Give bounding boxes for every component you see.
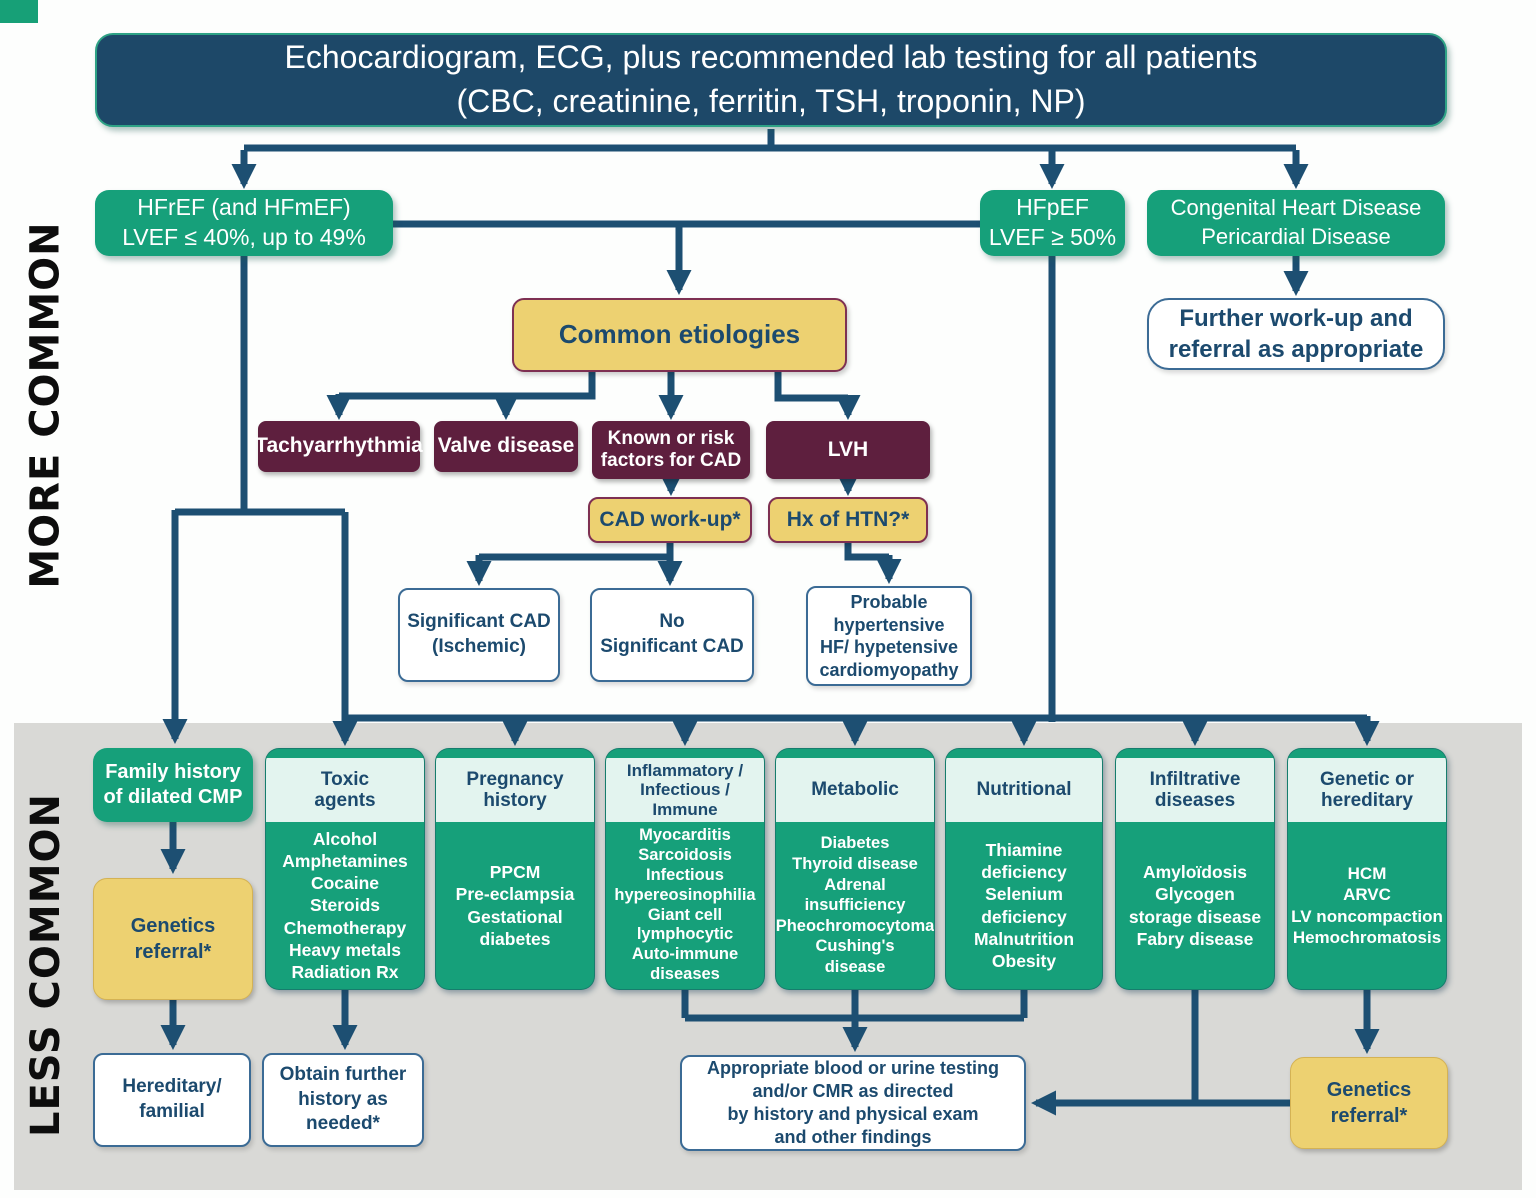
corner-green-swatch [0,0,38,23]
genetics-referral-right-box: Genetics referral* [1290,1057,1448,1149]
cad-risk-box: Known or risk factors for CAD [592,421,750,479]
hx-htn-box: Hx of HTN?* [768,497,928,543]
column-items: PPCM Pre-eclampsia Gestational diabetes [455,862,575,949]
column-items: Alcohol Amphetamines Cocaine Steroids Ch… [282,829,408,982]
more-common-label: MORE COMMON [23,221,69,589]
column-header: Nutritional [946,758,1102,822]
less-common-label: LESS COMMON [23,792,70,1138]
wire-hfref-loop [175,256,345,516]
column-items: Diabetes Thyroid disease Adrenal insuffi… [775,834,935,977]
congenital-box: Congenital Heart Disease Pericardial Dis… [1147,190,1445,256]
wire-etio-left [339,372,596,400]
column-header: Inflammatory / Infectious / Immune [606,758,764,822]
column-top-strip [606,749,764,758]
header-box: Echocardiogram, ECG, plus recommended la… [95,33,1447,127]
column-top-strip [266,749,424,758]
common-etiologies-box: Common etiologies [512,298,847,372]
no-significant-cad-box: No Significant CAD [590,588,754,682]
lvh-box: LVH [766,421,930,479]
column-nutritional: Nutritional Thiamine deficiency Selenium… [945,748,1103,990]
probable-htn-box: Probable hypertensive HF/ hypetensive ca… [806,586,972,686]
hereditary-box: Hereditary/ familial [93,1053,251,1147]
cad-workup-box: CAD work-up* [588,497,752,543]
column-pregnancy-history: Pregnancy history PPCM Pre-eclampsia Ges… [435,748,595,990]
wire-cadworkup-split [479,543,674,561]
column-header: Toxic agents [266,758,424,822]
hfpef-box: HFpEF LVEF ≥ 50% [980,190,1125,256]
tachyarrhythmia-box: Tachyarrhythmia [255,421,423,472]
testing-box: Appropriate blood or urine testing and/o… [680,1055,1026,1151]
obtain-history-box: Obtain further history as needed* [262,1053,424,1147]
family-history-box: Family history of dilated CMP [93,748,253,822]
column-items: HCM ARVC LV noncompaction Hemochromatosi… [1291,863,1443,947]
column-top-strip [776,749,934,758]
valve-disease-box: Valve disease [434,421,578,472]
wire-etio-right [774,372,848,402]
column-metabolic: Metabolic Diabetes Thyroid disease Adren… [775,748,935,990]
genetics-referral-left-box: Genetics referral* [93,878,253,1000]
column-header: Genetic or hereditary [1288,758,1446,822]
column-items: Thiamine deficiency Selenium deficiency … [973,840,1075,971]
column-top-strip [436,749,594,758]
column-top-strip [1288,749,1446,758]
column-items: Amyloïdosis Glycogen storage disease Fab… [1128,862,1262,949]
column-items: Myocarditis Sarcoidosis Infectious hyper… [614,826,756,983]
significant-cad-box: Significant CAD (Ischemic) [398,588,560,682]
wire-hxhtn-jog [844,543,889,561]
hfref-box: HFrEF (and HFmEF) LVEF ≤ 40%, up to 49% [95,190,393,256]
column-inflammatory-infectious-immune: Inflammatory / Infectious / Immune Myoca… [605,748,765,990]
further-workup-box: Further work-up and referral as appropri… [1147,298,1445,370]
column-infiltrative-diseases: Infiltrative diseases Amyloïdosis Glycog… [1115,748,1275,990]
column-top-strip [1116,749,1274,758]
column-header: Metabolic [776,758,934,822]
column-header: Pregnancy history [436,758,594,822]
column-toxic-agents: Toxic agents Alcohol Amphetamines Cocain… [265,748,425,990]
column-genetic-hereditary: Genetic or hereditary HCM ARVC LV noncom… [1287,748,1447,990]
column-header: Infiltrative diseases [1116,758,1274,822]
column-top-strip [946,749,1102,758]
